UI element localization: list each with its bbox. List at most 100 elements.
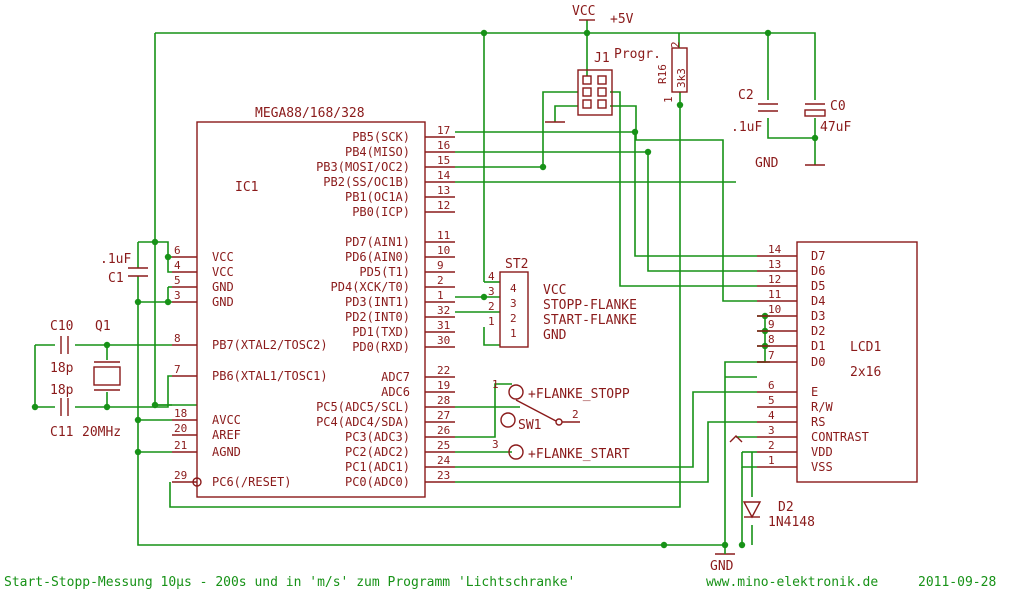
footer-website: www.mino-elektronik.de — [706, 575, 878, 590]
lcd-pin-num: 8 — [768, 333, 775, 346]
c11-name: C11 — [50, 425, 73, 440]
ic1-right-pin-num: 25 — [437, 439, 450, 452]
st2-pin-num-inner: 2 — [510, 312, 517, 325]
d2-value: 1N4148 — [768, 515, 815, 530]
ic1-right-pin-label: PB4(MISO) — [345, 145, 410, 159]
c11: 18p C11 — [50, 383, 74, 440]
lcd-pin-label: D7 — [811, 249, 825, 263]
ic1-left-pin-num: 3 — [174, 289, 181, 302]
ic1-left-pin-num: 8 — [174, 332, 181, 345]
j1: J1 Progr. — [577, 47, 661, 116]
sw1: 1 3 2 +FLANKE_STOPP +FLANKE_START SW1 — [492, 378, 630, 462]
q1-value: 20MHz — [82, 425, 121, 440]
lcd-pin-label: D2 — [811, 324, 825, 338]
ic1-right-pin-label: PC0(ADC0) — [345, 475, 410, 489]
lcd-pin-num: 4 — [768, 409, 775, 422]
footer-caption: Start-Stopp-Messung 10µs - 200s und in '… — [4, 575, 575, 590]
lcd-pin-num: 9 — [768, 318, 775, 331]
plus5-label: +5V — [610, 12, 634, 27]
c2-value: .1uF — [731, 120, 762, 135]
st2-pin-num-outer: 3 — [488, 285, 495, 298]
contrast-arrow-icon — [729, 435, 743, 443]
r16-name: R16 — [656, 64, 669, 84]
footer: Start-Stopp-Messung 10µs - 200s und in '… — [4, 575, 996, 590]
ic1-right-pin-num: 19 — [437, 379, 450, 392]
st2-pin-num-outer: 2 — [488, 300, 495, 313]
ic1-left-pin-label: AREF — [212, 428, 241, 442]
c0: C0 47uF — [804, 99, 851, 135]
ic1-left-pin-label: AVCC — [212, 413, 241, 427]
r16-pin1: 1 — [662, 96, 675, 103]
ic1-left-pin-num: 21 — [174, 439, 187, 452]
lcd-pin-num: 5 — [768, 394, 775, 407]
st2-pin-num-inner: 3 — [510, 297, 517, 310]
ic1-right-pin-label: PC2(ADC2) — [345, 445, 410, 459]
lcd-pin-label: E — [811, 385, 818, 399]
lcd-pin-label: D4 — [811, 294, 825, 308]
sw1-pin1: 1 — [492, 378, 499, 391]
ic1-right-pin-label: PD7(AIN1) — [345, 235, 410, 249]
r16: 3k3 R16 2 1 — [656, 41, 688, 103]
lcd-pin-num: 14 — [768, 243, 782, 256]
sw1-pin2: 2 — [572, 408, 579, 421]
ic1-left-pin-num: 5 — [174, 274, 181, 287]
ic1-right-pin-label: PD6(AIN0) — [345, 250, 410, 264]
power-labels: VCC +5V GND GND — [545, 4, 825, 574]
lcd-pin-label: D0 — [811, 355, 825, 369]
ic1-right-pin-num: 23 — [437, 469, 450, 482]
ic1-right-pin-label: PC5(ADC5/SCL) — [316, 400, 410, 414]
ic1-left-pin-label: PC6(/RESET) — [212, 475, 291, 489]
j1-name: J1 — [594, 51, 610, 66]
c2-name: C2 — [738, 88, 754, 103]
st2-pin-num-inner: 4 — [510, 282, 517, 295]
ic1-right-pin-label: PB1(OC1A) — [345, 190, 410, 204]
ic1-right-pin-label: PC4(ADC4/SDA) — [316, 415, 410, 429]
ic1-right-pin-num: 16 — [437, 139, 450, 152]
ic1-left-pin-label: PB7(XTAL2/TOSC2) — [212, 338, 328, 352]
ic1-left-pin-label: VCC — [212, 250, 234, 264]
ic1-right-pin-num: 17 — [437, 124, 450, 137]
st2-pin-num-inner: 1 — [510, 327, 517, 340]
c1-value: .1uF — [100, 252, 131, 267]
ic1-right-pin-label: PD0(RXD) — [352, 340, 410, 354]
ic1-right-pin-num: 15 — [437, 154, 450, 167]
q1: Q1 20MHz — [82, 319, 121, 440]
ic1-right-pin-num: 32 — [437, 304, 450, 317]
c0-value: 47uF — [820, 120, 851, 135]
c1: .1uF C1 — [100, 252, 148, 286]
sw1-pin3: 3 — [492, 438, 499, 451]
ic1-right-pin-num: 22 — [437, 364, 450, 377]
lcd-pin-num: 13 — [768, 258, 781, 271]
lcd-pin-num: 10 — [768, 303, 781, 316]
ic1-left-pin-label: GND — [212, 295, 234, 309]
lcd-pin-num: 11 — [768, 288, 781, 301]
ic1-right-pin-label: PB2(SS/OC1B) — [323, 175, 410, 189]
ic1-left-pin-num: 4 — [174, 259, 181, 272]
lcd-size: 2x16 — [850, 365, 881, 380]
lcd-pin-label: D3 — [811, 309, 825, 323]
ic1-right-pin-num: 27 — [437, 409, 450, 422]
ic1-right-pin-label: PD2(INT0) — [345, 310, 410, 324]
vcc-label: VCC — [572, 4, 595, 19]
ic1-right-pin-num: 31 — [437, 319, 450, 332]
q1-name: Q1 — [95, 319, 111, 334]
gnd-label-top: GND — [755, 156, 779, 171]
ic1-name: IC1 — [235, 180, 258, 195]
ic1-right-pin-num: 14 — [437, 169, 451, 182]
lcd-pin-num: 2 — [768, 439, 775, 452]
d2-name: D2 — [778, 500, 794, 515]
sw1-name: SW1 — [518, 418, 541, 433]
r16-pin2: 2 — [669, 41, 682, 48]
j1-label: Progr. — [614, 47, 661, 62]
ic1-left-pin-num: 20 — [174, 422, 187, 435]
lcd-pin-label: VDD — [811, 445, 833, 459]
ic1-left-pin-label: PB6(XTAL1/TOSC1) — [212, 369, 328, 383]
r16-value: 3k3 — [675, 68, 688, 88]
ic1-right-pin-num: 24 — [437, 454, 451, 467]
ic1-right-pin-label: PC3(ADC3) — [345, 430, 410, 444]
ic1-right-pin-num: 2 — [437, 274, 444, 287]
